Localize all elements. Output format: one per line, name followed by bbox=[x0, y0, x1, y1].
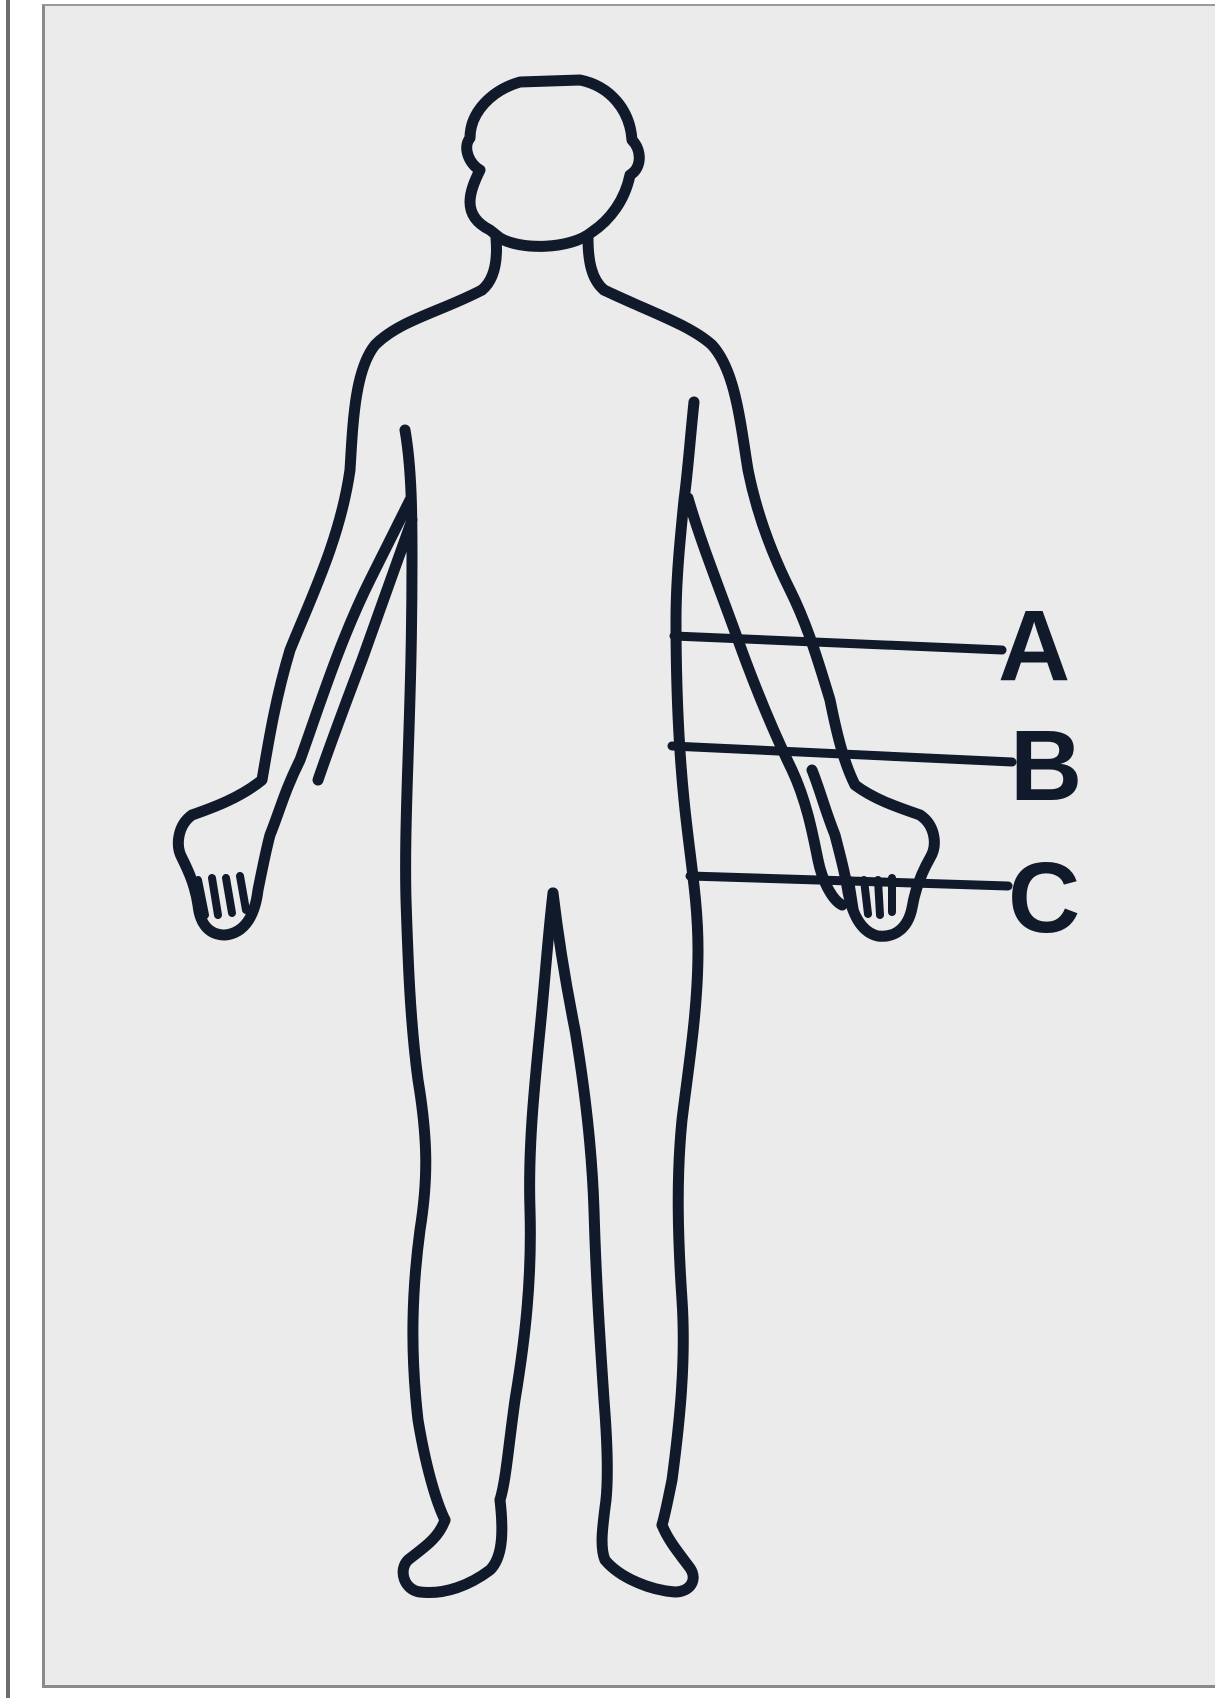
neck-left bbox=[482, 238, 496, 290]
body-outer-contour-right bbox=[604, 290, 934, 936]
pointer-line-a bbox=[674, 636, 1002, 650]
right-arm-inner bbox=[688, 498, 842, 905]
label-b: B bbox=[1010, 710, 1082, 822]
left-hand-fingers bbox=[198, 876, 246, 915]
torso-right-edge bbox=[662, 402, 698, 1525]
crotch-line bbox=[500, 893, 553, 1500]
crotch-line-right bbox=[553, 893, 607, 1500]
head-outline bbox=[467, 80, 640, 246]
pointer-line-c bbox=[690, 876, 1008, 886]
right-foot bbox=[602, 1500, 693, 1592]
left-foot bbox=[403, 1500, 502, 1593]
neck-right bbox=[588, 238, 604, 290]
body-outer-contour bbox=[178, 290, 482, 935]
label-c: C bbox=[1008, 842, 1080, 954]
label-a: A bbox=[998, 590, 1070, 702]
torso-left-edge bbox=[405, 430, 445, 1520]
